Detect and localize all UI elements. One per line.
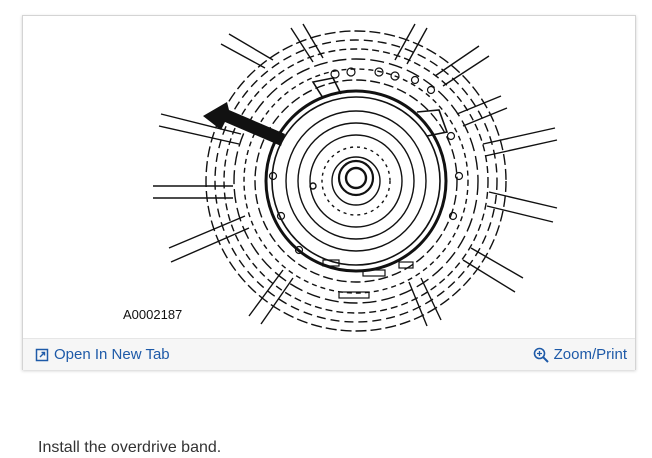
zoom-print-label: Zoom/Print <box>553 346 627 363</box>
instruction-text: Install the overdrive band. <box>38 439 222 456</box>
figure-card: A0002187 Open In New Tab Zoom/Print <box>22 15 636 370</box>
diagram-spokes <box>153 23 558 327</box>
zoom-icon <box>533 347 549 363</box>
open-in-new-tab-label: Open In New Tab <box>54 346 170 363</box>
open-new-tab-icon <box>35 348 49 362</box>
pointer-arrow <box>203 102 285 146</box>
transmission-diagram: A0002187 <box>23 16 635 338</box>
figure-toolbar: Open In New Tab Zoom/Print <box>23 338 635 370</box>
zoom-print-link[interactable]: Zoom/Print <box>533 346 627 364</box>
diagram-label: A0002187 <box>123 307 182 322</box>
open-in-new-tab-link[interactable]: Open In New Tab <box>35 346 170 364</box>
